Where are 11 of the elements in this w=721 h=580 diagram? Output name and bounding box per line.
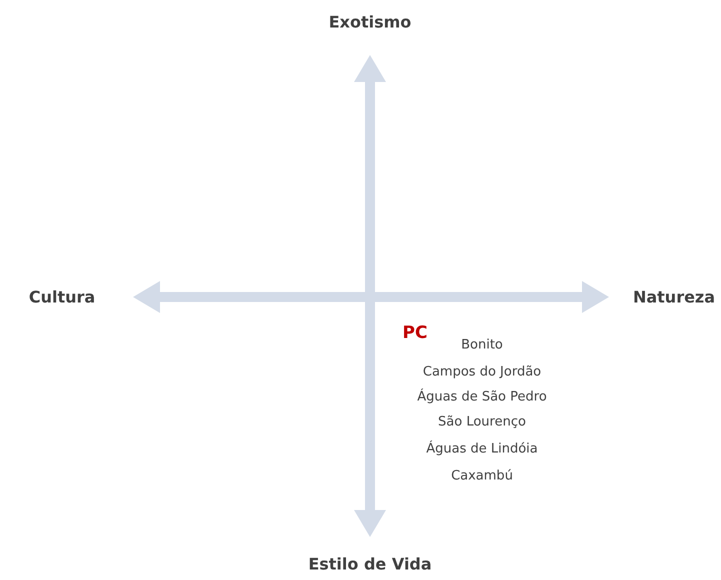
destination-label: Águas de São Pedro [417, 390, 547, 404]
axis-label: Estilo de Vida [308, 554, 432, 574]
destination-label: Campos do Jordão [422, 364, 542, 380]
destination-label: Caxambú [451, 468, 513, 484]
axis-label: Exotismo [328, 12, 412, 32]
axis-label: PC [402, 323, 428, 343]
axis-label: Natureza [632, 288, 716, 306]
destination-label: Bonito [461, 338, 503, 352]
destination-label: Águas de Lindóia [426, 442, 538, 456]
destination-label: São Lourenço [438, 414, 526, 430]
axis-label: Cultura [28, 288, 96, 306]
